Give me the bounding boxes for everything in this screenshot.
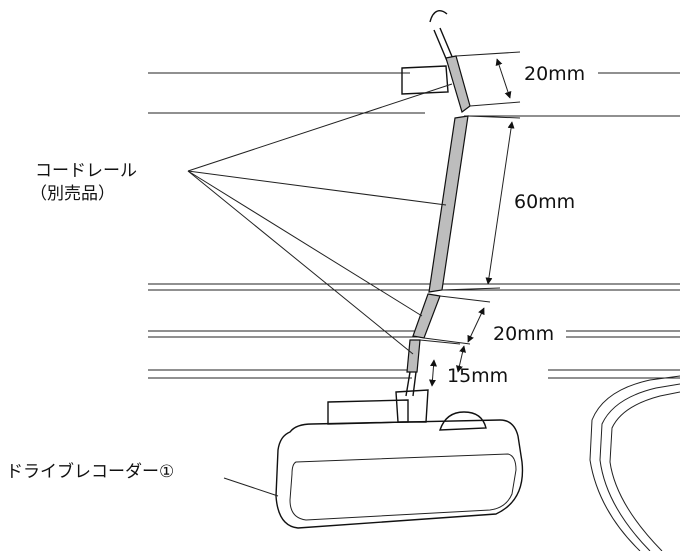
recorder-cable: [405, 371, 417, 397]
dim-arrow-15: [428, 359, 438, 387]
cord-rail-sublabel: （別売品）: [30, 184, 115, 204]
dim-bottom-label: 15mm: [447, 365, 508, 387]
cord-rail-bottom: [406, 339, 421, 373]
mount-clip: [395, 389, 429, 423]
window-pillar-inner2: [609, 391, 680, 551]
dim-arrow-top: [495, 58, 512, 99]
cord-rail-label: コードレール: [35, 161, 137, 181]
drive-recorder-body: [275, 411, 524, 529]
dim-top-label: 20mm: [524, 63, 585, 85]
roof-lines: [148, 72, 680, 379]
window-pillar-inner: [599, 383, 680, 551]
dimension-extension-lines: [548, 72, 680, 379]
dim-long-label: 60mm: [514, 191, 575, 213]
mount-bracket: [327, 399, 409, 425]
dim-mid-label: 20mm: [493, 323, 554, 345]
dim-arrow-bottom: [456, 345, 466, 373]
dim-arrow-long: [485, 121, 515, 285]
recorder-label: ドライブレコーダー①: [6, 461, 174, 482]
cord-rail-top: [445, 55, 471, 113]
leader-lines: [187, 83, 453, 497]
cord-rails: [406, 55, 471, 373]
cord-rail-mid: [412, 293, 441, 339]
roof-trim-band: [401, 65, 449, 95]
window-pillar-outline: [589, 375, 680, 551]
dimension-markers: [419, 51, 521, 387]
dim-arrow-mid: [467, 307, 485, 343]
